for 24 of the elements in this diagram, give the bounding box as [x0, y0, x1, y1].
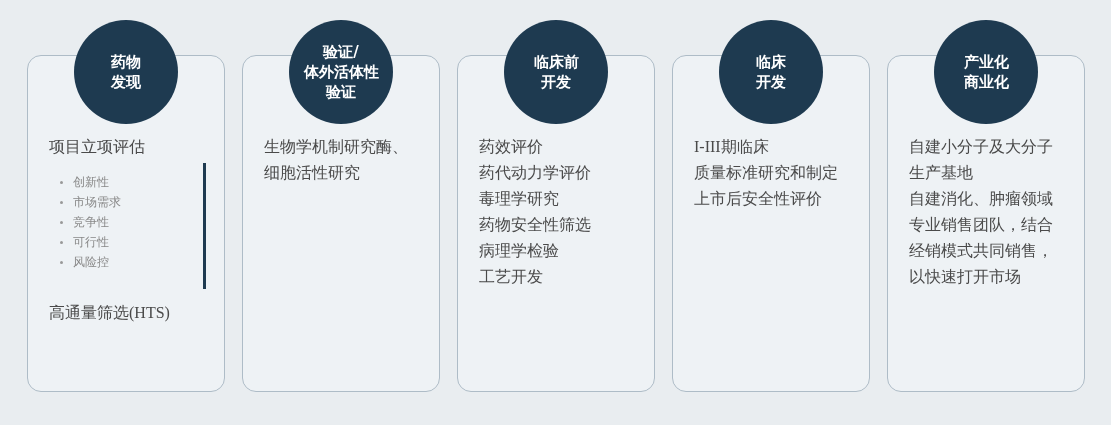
card-text: 工艺开发 [479, 267, 544, 287]
stage-circle: 临床开发 [719, 20, 823, 124]
card-text: 药代动力学评价 [479, 163, 592, 183]
card-text: 自建消化、肿瘤领域专业销售团队，结合经销模式共同销售，以快速打开市场 [909, 189, 1054, 287]
card-text: 质量标准研究和制定 [694, 163, 839, 183]
stage-circle: 临床前开发 [504, 20, 608, 124]
card-text: 项目立项评估 [49, 137, 146, 157]
stage-circle: 验证/体外活体性验证 [289, 20, 393, 124]
card-text: 病理学检验 [479, 241, 560, 261]
bullet-item: 市场需求 [73, 195, 121, 209]
card-text: 高通量筛选(HTS) [49, 303, 171, 324]
card-text: 药物安全性筛选 [479, 215, 592, 235]
card-text: 上市后安全性评价 [694, 189, 823, 209]
stage-circle: 产业化商业化 [934, 20, 1038, 124]
card-text: I-III期临床 [694, 137, 770, 157]
bullet-item: 创新性 [73, 175, 109, 189]
card-text: 生物学机制研究酶、细胞活性研究 [264, 137, 409, 183]
card-text: 自建小分子及大分子生产基地 [909, 137, 1054, 183]
bullet-item: 风险控 [73, 255, 109, 269]
stage-circle: 药物发现 [74, 20, 178, 124]
bullet-item: 竞争性 [73, 215, 109, 229]
bullet-item: 可行性 [73, 235, 109, 249]
card-text: 药效评价 [479, 137, 544, 157]
card-text: 毒理学研究 [479, 189, 560, 209]
